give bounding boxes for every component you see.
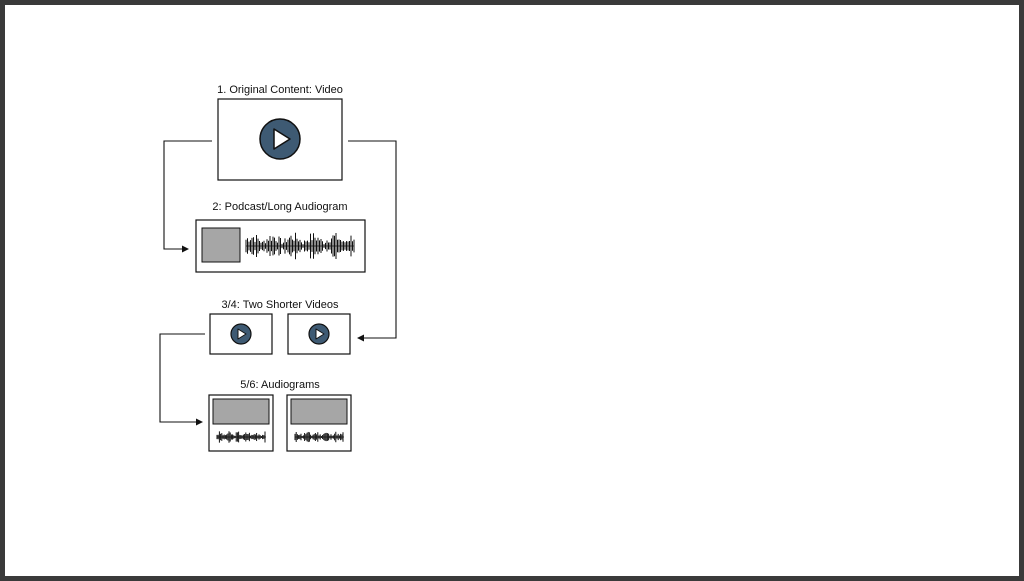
waveform-icon bbox=[216, 431, 266, 443]
podcast-thumbnail bbox=[201, 227, 241, 263]
step3-label: 3/4: Two Shorter Videos bbox=[222, 299, 339, 311]
waveform-icon bbox=[245, 232, 355, 260]
waveform-icon bbox=[294, 431, 344, 443]
arrow-video-to-podcast bbox=[163, 140, 212, 253]
step1-label: 1. Original Content: Video bbox=[217, 84, 343, 96]
arrow-short-video-to-audiograms bbox=[159, 333, 205, 426]
arrow-video-to-short-videos bbox=[348, 140, 397, 342]
audiogram-thumbnail-2 bbox=[290, 398, 348, 425]
step4-label: 5/6: Audiograms bbox=[240, 379, 320, 391]
play-icon bbox=[230, 323, 252, 345]
play-icon bbox=[308, 323, 330, 345]
step2-label: 2: Podcast/Long Audiogram bbox=[212, 201, 347, 213]
slide-canvas bbox=[5, 5, 1019, 576]
play-icon bbox=[259, 118, 301, 160]
audiogram-thumbnail-1 bbox=[212, 398, 270, 425]
